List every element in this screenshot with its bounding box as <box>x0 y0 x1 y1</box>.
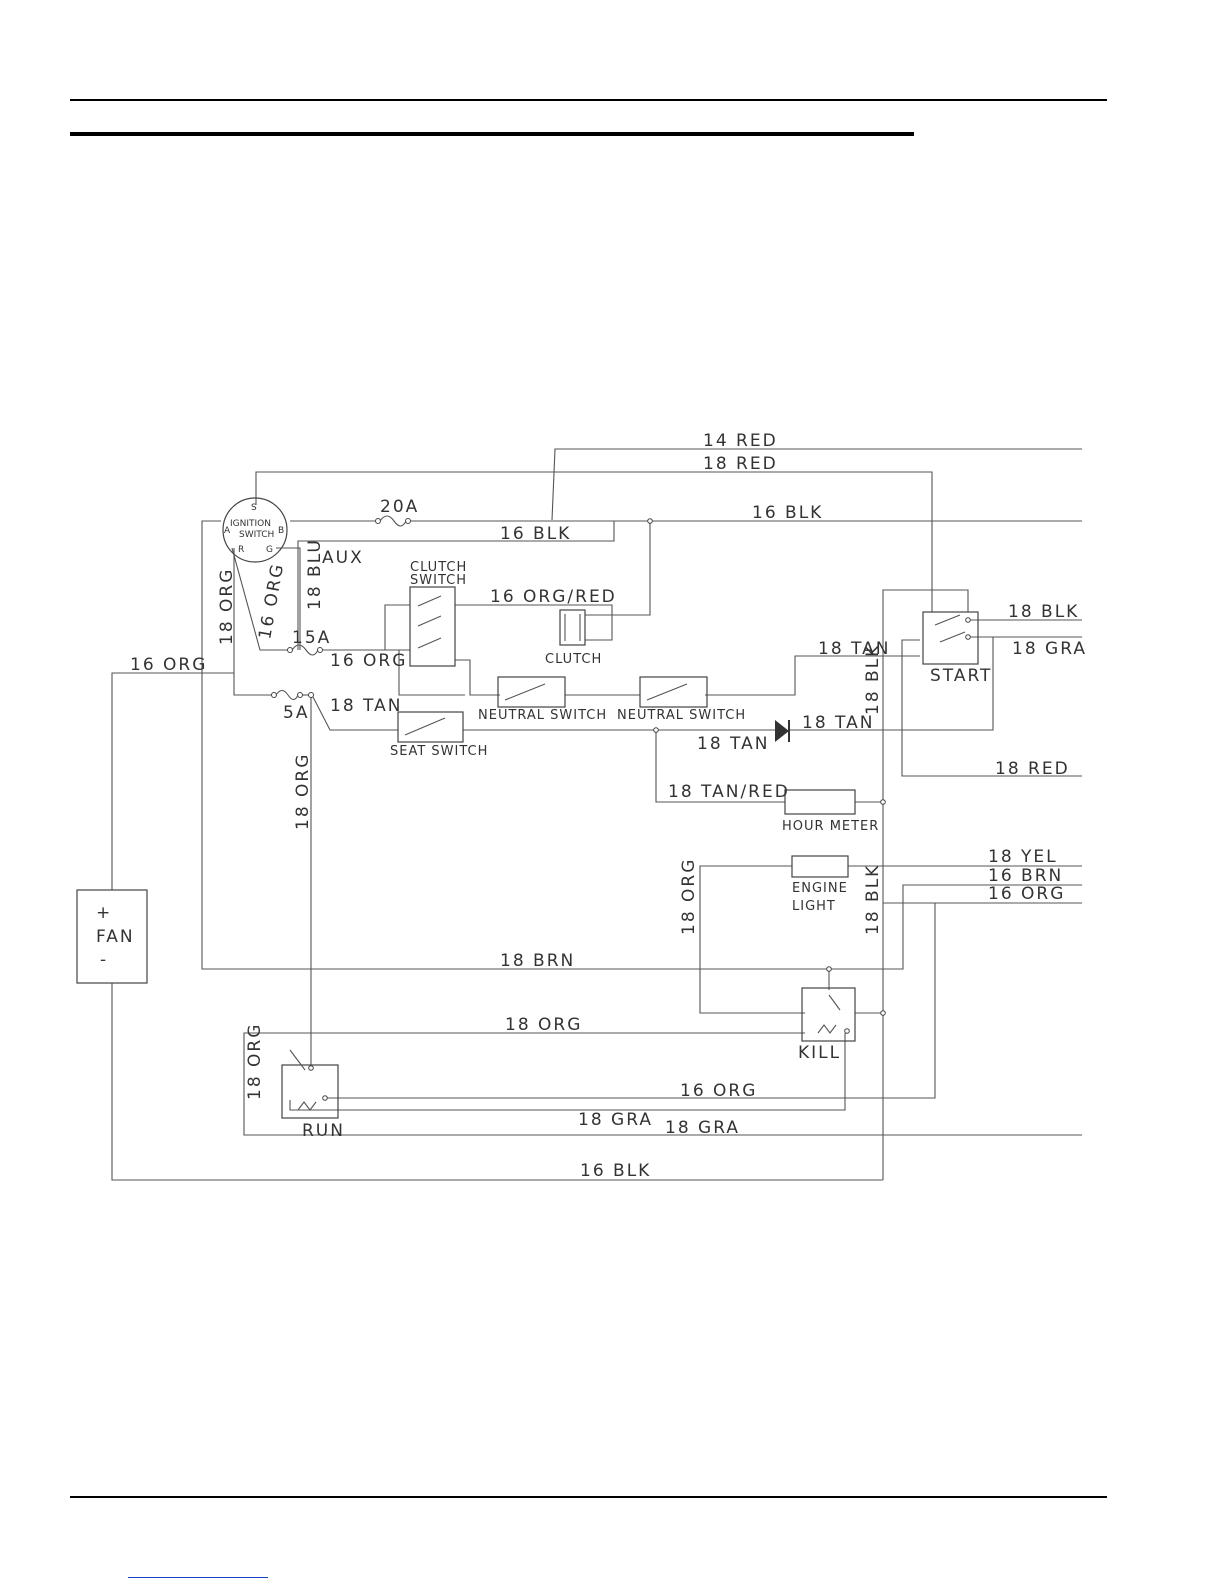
fan-minus-label: - <box>100 950 108 970</box>
seat-switch-label: SEAT SWITCH <box>390 744 488 759</box>
fuse-15a: 15A <box>287 628 331 656</box>
wire-label: 18 ORG <box>293 753 313 830</box>
wire-label: 18 ORG <box>245 1023 265 1100</box>
ignition-terminal-g: G <box>266 545 273 555</box>
wire-label: 18 GRA <box>665 1118 740 1138</box>
neutral-switch-1: NEUTRAL SWITCH <box>478 676 607 723</box>
clutch-label: CLUTCH <box>545 652 602 667</box>
fan-label: FAN <box>96 927 135 947</box>
fuse-5a: 5A <box>271 689 314 723</box>
run-label: RUN <box>302 1121 345 1141</box>
wire-label: 18 RED <box>703 454 778 474</box>
clutch-switch: CLUTCH SWITCH <box>409 560 467 667</box>
clutch-switch-label-2: SWITCH <box>410 573 467 588</box>
wire-label: 16 ORG <box>680 1081 757 1101</box>
wire-label: 18 ORG <box>679 858 699 935</box>
ignition-terminal-a: A <box>224 526 231 536</box>
wire-label: 18 GRA <box>1012 639 1087 659</box>
ignition-terminal-b: B <box>278 526 284 536</box>
wire-label: 16 BRN <box>988 866 1063 886</box>
wire-label: 16 BLK <box>500 524 571 544</box>
aux-label: AUX <box>322 548 364 568</box>
wire-label: 16 ORG <box>330 651 407 671</box>
engine-light-label-2: LIGHT <box>792 899 836 914</box>
neutral-switch-2-label: NEUTRAL SWITCH <box>617 708 746 723</box>
engine-light: ENGINE LIGHT <box>791 855 849 914</box>
wire-label: 16 ORG <box>255 561 288 641</box>
fuse-5a-label: 5A <box>283 703 309 723</box>
wire-label: 18 BLU <box>305 538 325 610</box>
header-rule-thin <box>70 99 1107 101</box>
run-relay: RUN <box>281 1049 345 1141</box>
ignition-switch: IGNITION SWITCH S R G B A <box>222 497 288 563</box>
wire-label: 18 YEL <box>988 847 1058 867</box>
wire-labels: 14 RED 18 RED 16 BLK 16 BLK 16 ORG/RED 1… <box>130 431 1087 1181</box>
wire-label: 18 BLK <box>1008 602 1079 622</box>
ignition-label: IGNITION <box>230 519 271 529</box>
footer-link-underline[interactable] <box>128 1577 268 1578</box>
neutral-switch-2: NEUTRAL SWITCH <box>617 676 746 723</box>
seat-switch: SEAT SWITCH <box>390 711 488 759</box>
diode-icon <box>775 720 790 742</box>
wire-label: 18 TAN <box>697 734 769 754</box>
wire-label: 18 ORG <box>505 1015 582 1035</box>
clutch-switch-label: CLUTCH <box>410 560 467 575</box>
wire-label: 18 GRA <box>578 1110 653 1130</box>
wire-label: 18 TAN/RED <box>668 782 790 802</box>
start-label: START <box>930 666 992 686</box>
ignition-terminal-r: R <box>238 545 244 555</box>
wire-label: 16 ORG <box>130 655 207 675</box>
header-rule-thick <box>70 132 914 136</box>
wire-label: 18 TAN <box>802 713 874 733</box>
ignition-terminal-s: S <box>251 503 257 513</box>
kill-label: KILL <box>798 1043 841 1063</box>
fan: + FAN - <box>76 889 148 984</box>
wire-label: 18 TAN <box>818 639 890 659</box>
kill-relay: KILL <box>798 987 856 1063</box>
wire-label: 18 BLK <box>863 864 883 935</box>
engine-light-label: ENGINE <box>792 881 848 896</box>
wire-lines <box>111 448 1082 1181</box>
wire-label: 18 BLK <box>863 644 883 715</box>
junction-nodes <box>647 518 886 1016</box>
fuse-15a-label: 15A <box>292 628 331 648</box>
wire-label: 16 ORG <box>988 884 1065 904</box>
fan-plus-label: + <box>96 903 112 923</box>
footer-rule <box>70 1496 1107 1498</box>
wire-label: 16 BLK <box>580 1161 651 1181</box>
wire-label: 18 ORG <box>217 568 237 645</box>
fuse-20a: 20A <box>375 497 419 527</box>
wire-label: 18 TAN <box>330 696 402 716</box>
wire-label: 16 BLK <box>752 503 823 523</box>
fuse-20a-label: 20A <box>380 497 419 517</box>
wire-label: 14 RED <box>703 431 778 451</box>
start-relay: START <box>922 611 992 686</box>
ignition-label-2: SWITCH <box>239 530 274 540</box>
hour-meter: HOUR METER <box>782 789 879 834</box>
neutral-switch-1-label: NEUTRAL SWITCH <box>478 708 607 723</box>
clutch-coil: CLUTCH <box>545 609 602 667</box>
hour-meter-label: HOUR METER <box>782 819 879 834</box>
wire-label: 18 BRN <box>500 951 575 971</box>
wire-label: 16 ORG/RED <box>490 587 617 607</box>
wire-label: 18 RED <box>995 759 1070 779</box>
